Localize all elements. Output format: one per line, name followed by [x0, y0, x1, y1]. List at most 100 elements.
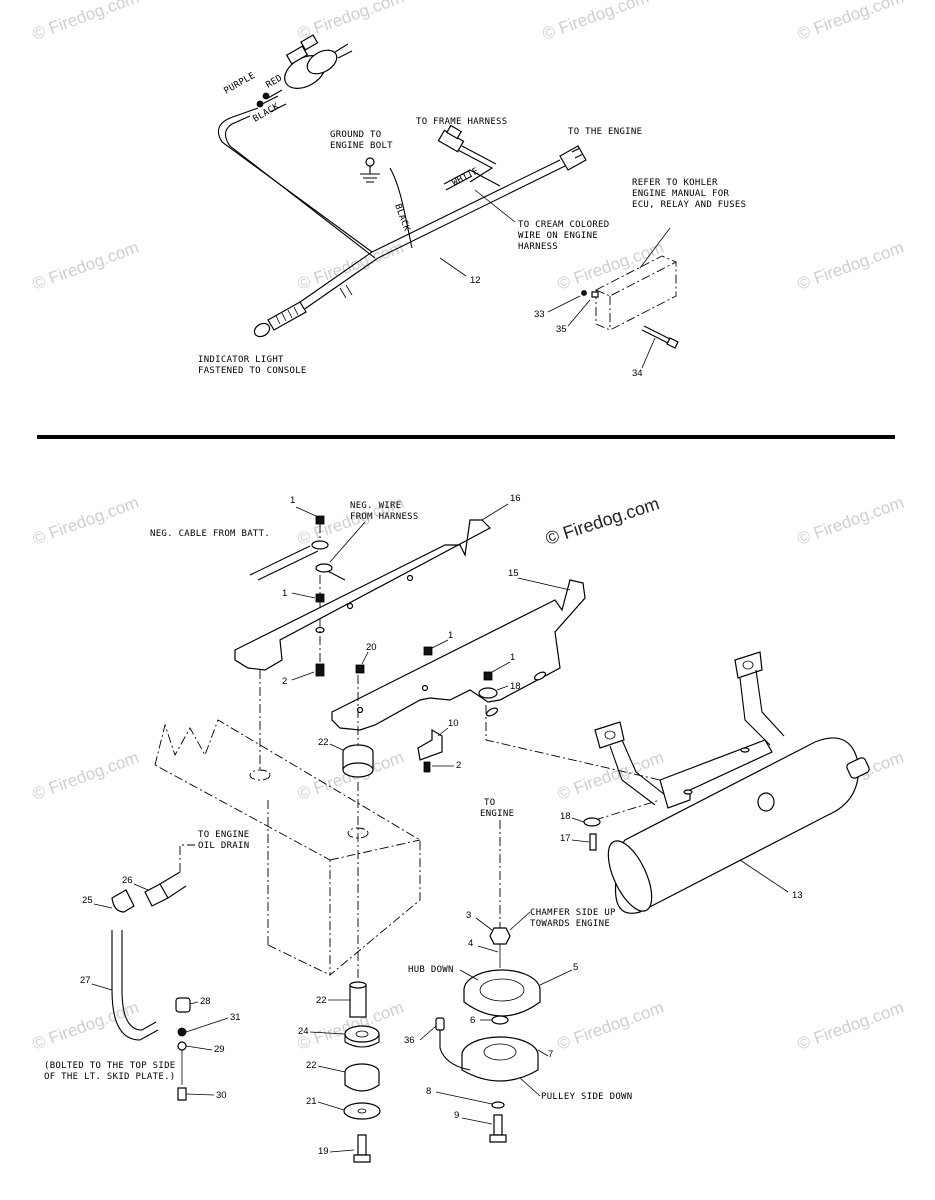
- spacer: [349, 984, 367, 1018]
- callout-number: 20: [366, 642, 377, 653]
- callout-number: 2: [282, 676, 287, 687]
- frame-harness-label: TO FRAME HARNESS: [416, 117, 508, 127]
- washer-21: [343, 1102, 381, 1120]
- bolt-icon: [641, 325, 679, 349]
- watermark-text: © Firedog.com: [555, 748, 666, 804]
- electric-clutch-icon: [435, 927, 541, 1143]
- bolt-19: [357, 1134, 367, 1156]
- callout-number: 8: [426, 1086, 431, 1097]
- neg-wire-label: FROM HARNESS: [350, 512, 419, 522]
- watermark-text: © Firedog.com: [30, 238, 141, 294]
- wire-color-label: RED: [265, 73, 285, 90]
- frame-harness-connector-icon: [437, 124, 497, 183]
- muffler-icon: [594, 651, 870, 914]
- ground-wire: [389, 167, 413, 249]
- harness-main-trunk: [371, 159, 566, 259]
- kohler-leader: [639, 227, 671, 269]
- harness-wire-lower: [224, 115, 376, 259]
- callout-number: 10: [448, 718, 459, 729]
- callout-number: 25: [82, 895, 93, 906]
- callout-number: 5: [573, 962, 578, 973]
- engine-label: TO THE ENGINE: [568, 127, 642, 137]
- chamfer-label: TOWARDS ENGINE: [530, 919, 610, 929]
- callout-number: 1: [290, 495, 295, 506]
- callout-number: 21: [306, 1096, 317, 1107]
- to-engine-label: TO: [484, 798, 495, 808]
- oil-drain-label: OIL DRAIN: [198, 841, 249, 851]
- oil-drain-label: TO ENGINE: [198, 830, 249, 840]
- white-wire: [443, 169, 501, 191]
- callout-number: 30: [216, 1090, 227, 1101]
- neg-cable-label: NEG. CABLE FROM BATT.: [150, 529, 270, 539]
- watermark-text: © Firedog.com: [30, 998, 141, 1054]
- callout-number: 4: [468, 938, 473, 949]
- pulley-label: PULLEY SIDE DOWN: [541, 1092, 633, 1102]
- ecu-box: [581, 255, 677, 331]
- oil-drain-hose: [111, 871, 191, 1101]
- wire-harness-diagram: PURPLE RED BLACK INDICATOR LIGHT FASTENE…: [198, 34, 746, 379]
- watermark-text: © Firedog.com: [795, 998, 906, 1054]
- watermark-text: © Firedog.com: [540, 0, 651, 44]
- washer-18: [478, 687, 498, 699]
- callout-number: 6: [470, 1015, 475, 1026]
- callout-number: 3: [466, 910, 471, 921]
- callout-number: 18: [510, 681, 521, 692]
- kohler-label: ECU, RELAY AND FUSES: [632, 200, 746, 210]
- watermark-text: © Firedog.com: [295, 238, 406, 294]
- hub-label: HUB DOWN: [408, 965, 454, 975]
- watermark-text: © Firedog.com: [795, 238, 906, 294]
- wire-color-label: BLACK: [252, 102, 282, 125]
- isolator-mount-icon: [342, 744, 374, 778]
- callout-number: 27: [80, 975, 91, 986]
- bracket-15: [331, 579, 586, 731]
- cream-label: HARNESS: [518, 242, 558, 252]
- indicator-label: INDICATOR LIGHT: [198, 355, 284, 365]
- frame-outline: [154, 719, 421, 976]
- watermark-text: © Firedog.com: [795, 0, 906, 44]
- callout-number: 22: [306, 1060, 317, 1071]
- callout-number: 18: [560, 811, 571, 822]
- callout-number: 15: [508, 568, 519, 579]
- nut-icon: [311, 515, 333, 677]
- callout-number: 29: [214, 1044, 225, 1055]
- callout-number: 1: [448, 630, 453, 641]
- callout-number: 17: [560, 833, 571, 844]
- to-engine-label: ENGINE: [480, 809, 514, 819]
- cream-label: TO CREAM COLORED: [518, 220, 610, 230]
- engine-connector-icon: [559, 145, 587, 171]
- callout-number: 24: [298, 1026, 309, 1037]
- callout-number: 28: [200, 996, 211, 1007]
- chamfer-label: CHAMFER SIDE UP: [530, 908, 616, 918]
- wire-color-label: BLACK: [392, 203, 411, 234]
- cream-leader: [474, 189, 516, 223]
- nut-20: [355, 664, 365, 674]
- callout-number: 31: [230, 1012, 241, 1023]
- cream-label: WIRE ON ENGINE: [518, 231, 598, 241]
- section-divider: [37, 435, 895, 439]
- watermark-text: © Firedog.com: [555, 238, 666, 294]
- callout-number: 22: [316, 995, 327, 1006]
- callout-number: 9: [454, 1110, 459, 1121]
- mount-assembly-diagram: NEG. CABLE FROM BATT. NEG. WIRE FROM HAR…: [44, 493, 870, 1163]
- watermark-text: © Firedog.com: [555, 998, 666, 1054]
- nut-1b: [483, 671, 493, 681]
- callout-number: 19: [318, 1146, 329, 1157]
- bolted-label: OF THE LT. SKID PLATE.): [44, 1072, 176, 1082]
- washer-24: [344, 1025, 380, 1043]
- watermark-text: © Firedog.com: [30, 748, 141, 804]
- center-watermark: © Firedog.com: [543, 493, 662, 549]
- ground-label: GROUND TO: [330, 130, 381, 140]
- ground-label: ENGINE BOLT: [330, 141, 393, 151]
- callout-number: 22: [318, 737, 329, 748]
- callout-number: 1: [510, 652, 515, 663]
- callout-number: 1: [282, 588, 287, 599]
- wire-color-label: PURPLE: [223, 71, 258, 97]
- nut-1: [423, 646, 433, 656]
- harness-wire-upper: [217, 107, 373, 253]
- callout-number: 35: [556, 324, 567, 335]
- kohler-label: ENGINE MANUAL FOR: [632, 189, 729, 199]
- wire-color-label: WHITE: [451, 166, 481, 188]
- neg-wire-label: NEG. WIRE: [350, 501, 401, 511]
- callout-number: 33: [534, 309, 545, 320]
